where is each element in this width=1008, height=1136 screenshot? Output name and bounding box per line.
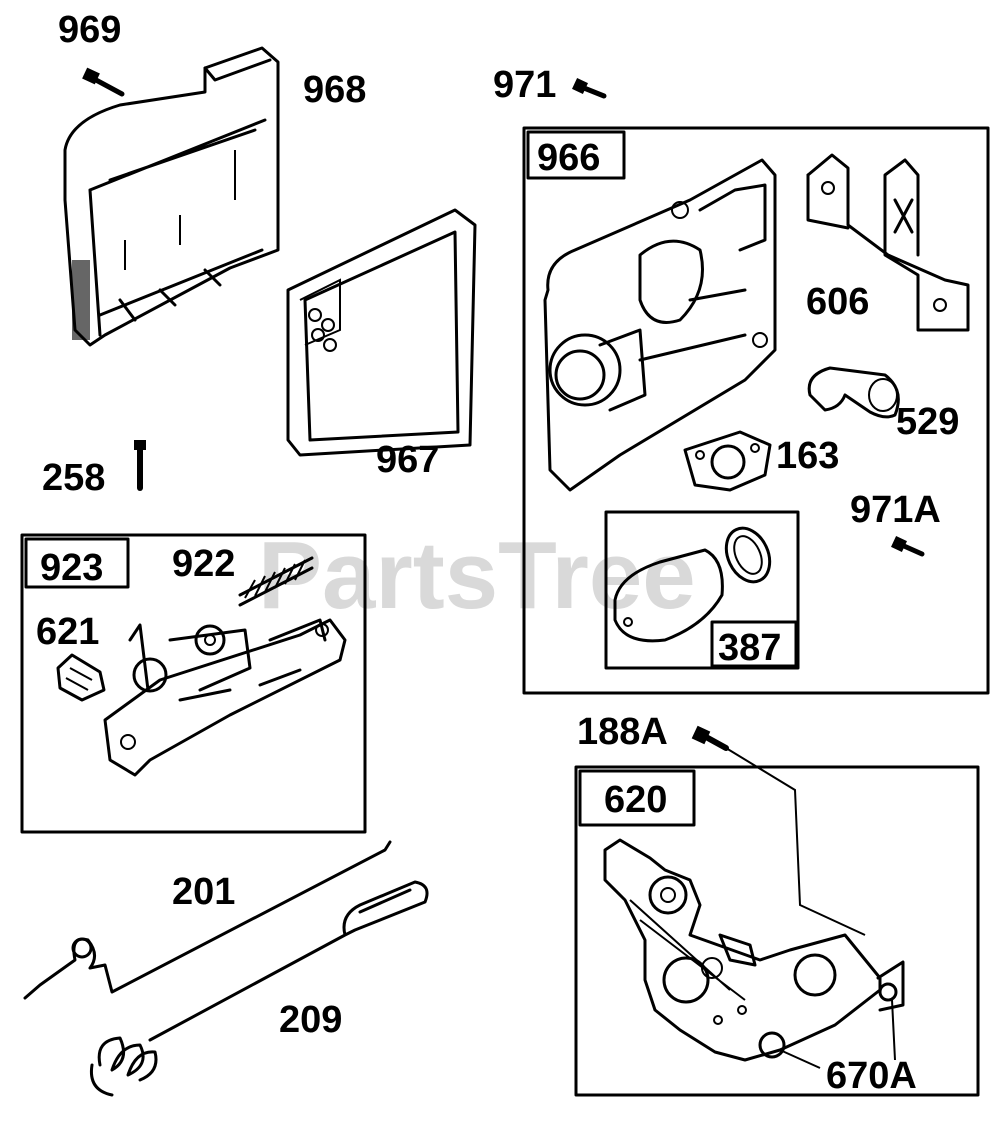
part-label-529: 529 [896, 401, 959, 443]
governor-control-923-drawing [103, 618, 347, 777]
screw-971-drawing [572, 78, 607, 99]
air-filter-967-drawing [286, 208, 477, 457]
part-label-670a: 670A [826, 1055, 917, 1097]
part-label-621: 621 [36, 611, 99, 653]
air-cleaner-base-968-drawing [63, 46, 280, 347]
carburetor-body-966-drawing [543, 158, 777, 492]
kit-966-box [522, 126, 990, 695]
part-label-209: 209 [279, 999, 342, 1041]
part-label-163: 163 [776, 435, 839, 477]
elbow-529-drawing [807, 366, 900, 419]
part-label-387: 387 [718, 627, 781, 669]
bracket-606-drawing [806, 153, 970, 332]
part-label-967: 967 [376, 439, 439, 481]
part-label-188a: 188A [577, 711, 668, 753]
kit-387-box [604, 510, 800, 670]
part-label-968: 968 [303, 69, 366, 111]
part-label-606: 606 [806, 281, 869, 323]
part-label-971: 971 [493, 64, 556, 106]
screw-258-drawing [134, 440, 146, 491]
part-label-969: 969 [58, 9, 121, 51]
kit-620-label-box [578, 769, 696, 827]
kit-923-label-box [24, 537, 130, 589]
link-621-drawing [56, 653, 106, 702]
watermark-text: PartsTree [258, 522, 696, 629]
spring-922-drawing [238, 556, 314, 607]
kit-923-box [20, 533, 367, 834]
part-label-201: 201 [172, 871, 235, 913]
part-label-922: 922 [172, 543, 235, 585]
link-rod-201-drawing [23, 840, 392, 1000]
kit-387-label-box [710, 620, 798, 668]
screw-971a-drawing [891, 536, 925, 557]
part-label-258: 258 [42, 457, 105, 499]
gasket-163-drawing [683, 430, 772, 492]
primer-bulb-387-drawing [613, 526, 772, 643]
part-label-620: 620 [604, 779, 667, 821]
part-label-971a: 971A [850, 489, 941, 531]
screw-188a-drawing [691, 725, 866, 936]
part-label-966: 966 [537, 137, 600, 179]
kit-966-label-box [526, 130, 626, 180]
kit-620-box [574, 765, 980, 1097]
spring-209-drawing [89, 880, 429, 1097]
part-label-923: 923 [40, 547, 103, 589]
screw-969-drawing [82, 67, 125, 97]
bracket-620-drawing [603, 838, 905, 1069]
